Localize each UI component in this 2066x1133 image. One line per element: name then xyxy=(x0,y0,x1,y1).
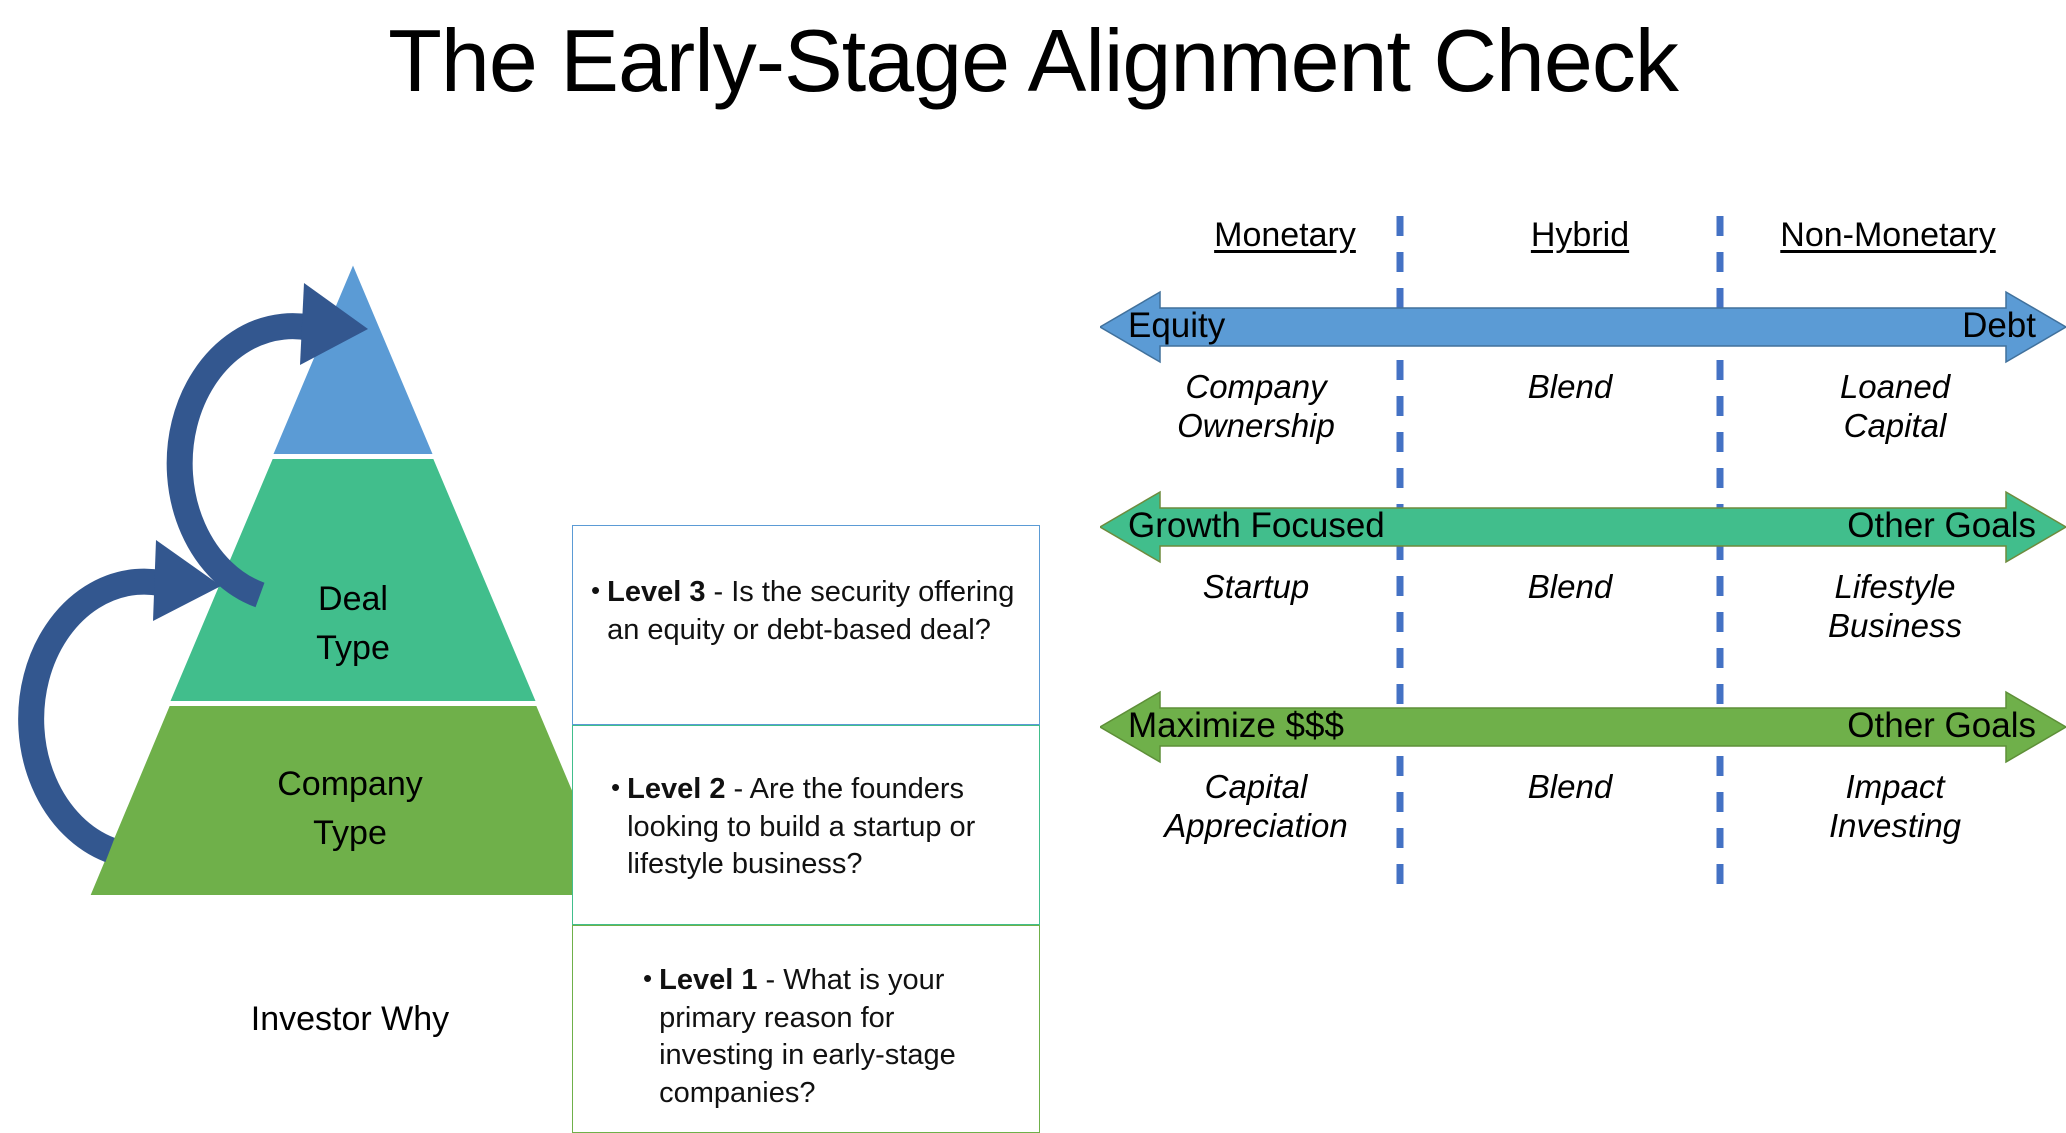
caption-line1: Company xyxy=(1185,368,1327,405)
spectrum-captions-deal-type: Company Ownership Blend Loaned Capital xyxy=(1100,364,2066,468)
spectrum-row-company-type: Growth Focused Other Goals Startup Blend… xyxy=(1100,490,2066,668)
pyramid-level-deal-type[interactable] xyxy=(270,260,436,456)
spectrum-right-label-other-goals: Other Goals xyxy=(1847,506,2036,545)
spectrum-header-hybrid: Hybrid xyxy=(1530,216,1630,254)
spectrum-header-non-monetary: Non-Monetary xyxy=(1780,216,1996,254)
caption-line1: Impact xyxy=(1845,768,1945,805)
level-2-text: Level 2 - Are the founders looking to bu… xyxy=(627,771,1017,884)
spectrum-left-label-maximize-money: Maximize $$$ xyxy=(1128,706,1344,745)
level-3-lead: Level 3 xyxy=(607,576,706,608)
spectrum-left-label-growth-focused: Growth Focused xyxy=(1128,506,1385,545)
level-1-callout-box: • Level 1 - What is your primary reason … xyxy=(572,925,1040,1133)
caption-impact-investing: Impact Investing xyxy=(1750,768,2040,846)
caption-company-ownership: Company Ownership xyxy=(1122,368,1390,446)
spectrum-bar-company-type[interactable]: Growth Focused Other Goals xyxy=(1100,490,2066,564)
caption-capital-appreciation: Capital Appreciation xyxy=(1122,768,1390,846)
caption-line2: Appreciation xyxy=(1164,806,1348,844)
spectrum-row-investor-why: Maximize $$$ Other Goals Capital Appreci… xyxy=(1100,690,2066,868)
pyramid-label-investor-why: Investor Why xyxy=(145,995,555,1044)
caption-line2: Capital xyxy=(1843,406,1947,444)
caption-blend-company-type: Blend xyxy=(1527,568,1613,605)
pyramid-level-company-type[interactable] xyxy=(167,457,539,703)
spectrum-right-label-debt: Debt xyxy=(1962,306,2036,345)
level-3-body: - Is the security offering an equity or … xyxy=(607,576,1015,646)
connector-arrow-company-to-deal xyxy=(166,283,368,608)
level-3-text: Level 3 - Is the security offering an eq… xyxy=(607,574,1015,649)
spectrum-row-deal-type: Equity Debt Company Ownership Blend Loan… xyxy=(1100,290,2066,468)
caption-line1: Loaned xyxy=(1839,368,1951,405)
spectrum-bar-investor-why[interactable]: Maximize $$$ Other Goals xyxy=(1100,690,2066,764)
double-arrow-shape-teal xyxy=(1100,490,2066,564)
level-2-callout-box: • Level 2 - Are the founders looking to … xyxy=(572,725,1040,925)
spectrum-left-label-equity: Equity xyxy=(1128,306,1226,345)
double-arrow-shape-blue xyxy=(1100,290,2066,364)
caption-startup: Startup xyxy=(1122,568,1390,607)
level-3-callout-box: • Level 3 - Is the security offering an … xyxy=(572,525,1040,725)
level-1-bullet-row: • Level 1 - What is your primary reason … xyxy=(643,962,1009,1113)
level-1-text: Level 1 - What is your primary reason fo… xyxy=(659,962,1009,1113)
level-3-bullet-row: • Level 3 - Is the security offering an … xyxy=(591,574,1015,649)
caption-line2: Investing xyxy=(1828,806,1962,844)
pyramid-level-investor-why[interactable] xyxy=(62,704,645,895)
bullet-icon: • xyxy=(591,575,601,605)
connector-arrow-investor-to-company xyxy=(18,540,221,863)
level-2-lead: Level 2 xyxy=(627,773,726,805)
pyramid-label-investor-line1: Investor Why xyxy=(250,1000,450,1038)
pyramid-shapes xyxy=(18,260,645,895)
caption-lifestyle-business: Lifestyle Business xyxy=(1750,568,2040,646)
spectrum-diagram: Monetary Hybrid Non-Monetary Equity Debt… xyxy=(1100,200,2066,900)
bullet-icon: • xyxy=(643,963,653,993)
spectrum-captions-investor-why: Capital Appreciation Blend Impact Invest… xyxy=(1100,764,2066,868)
caption-blend-deal-type: Blend xyxy=(1527,368,1613,405)
caption-blend-investor-why: Blend xyxy=(1527,768,1613,805)
spectrum-right-label-other-goals: Other Goals xyxy=(1847,706,2036,745)
page-title: The Early-Stage Alignment Check xyxy=(388,11,1679,110)
double-arrow-shape-green xyxy=(1100,690,2066,764)
spectrum-captions-company-type: Startup Blend Lifestyle Business xyxy=(1100,564,2066,668)
pyramid-diagram: Deal Type Company Type Investor Why • Le… xyxy=(0,255,1060,1133)
caption-loaned-capital: Loaned Capital xyxy=(1750,368,2040,446)
caption-line1: Capital xyxy=(1204,768,1308,805)
caption-line1: Lifestyle xyxy=(1834,568,1956,605)
spectrum-header-monetary: Monetary xyxy=(1214,216,1356,254)
level-2-body: - Are the founders looking to build a st… xyxy=(627,773,976,881)
caption-line2: Ownership xyxy=(1177,406,1335,444)
level-2-bullet-row: • Level 2 - Are the founders looking to … xyxy=(611,771,1017,884)
spectrum-bar-deal-type[interactable]: Equity Debt xyxy=(1100,290,2066,364)
caption-line1: Startup xyxy=(1202,568,1310,605)
bullet-icon: • xyxy=(611,772,621,802)
caption-line2: Business xyxy=(1828,606,1962,644)
level-1-lead: Level 1 xyxy=(659,964,758,996)
